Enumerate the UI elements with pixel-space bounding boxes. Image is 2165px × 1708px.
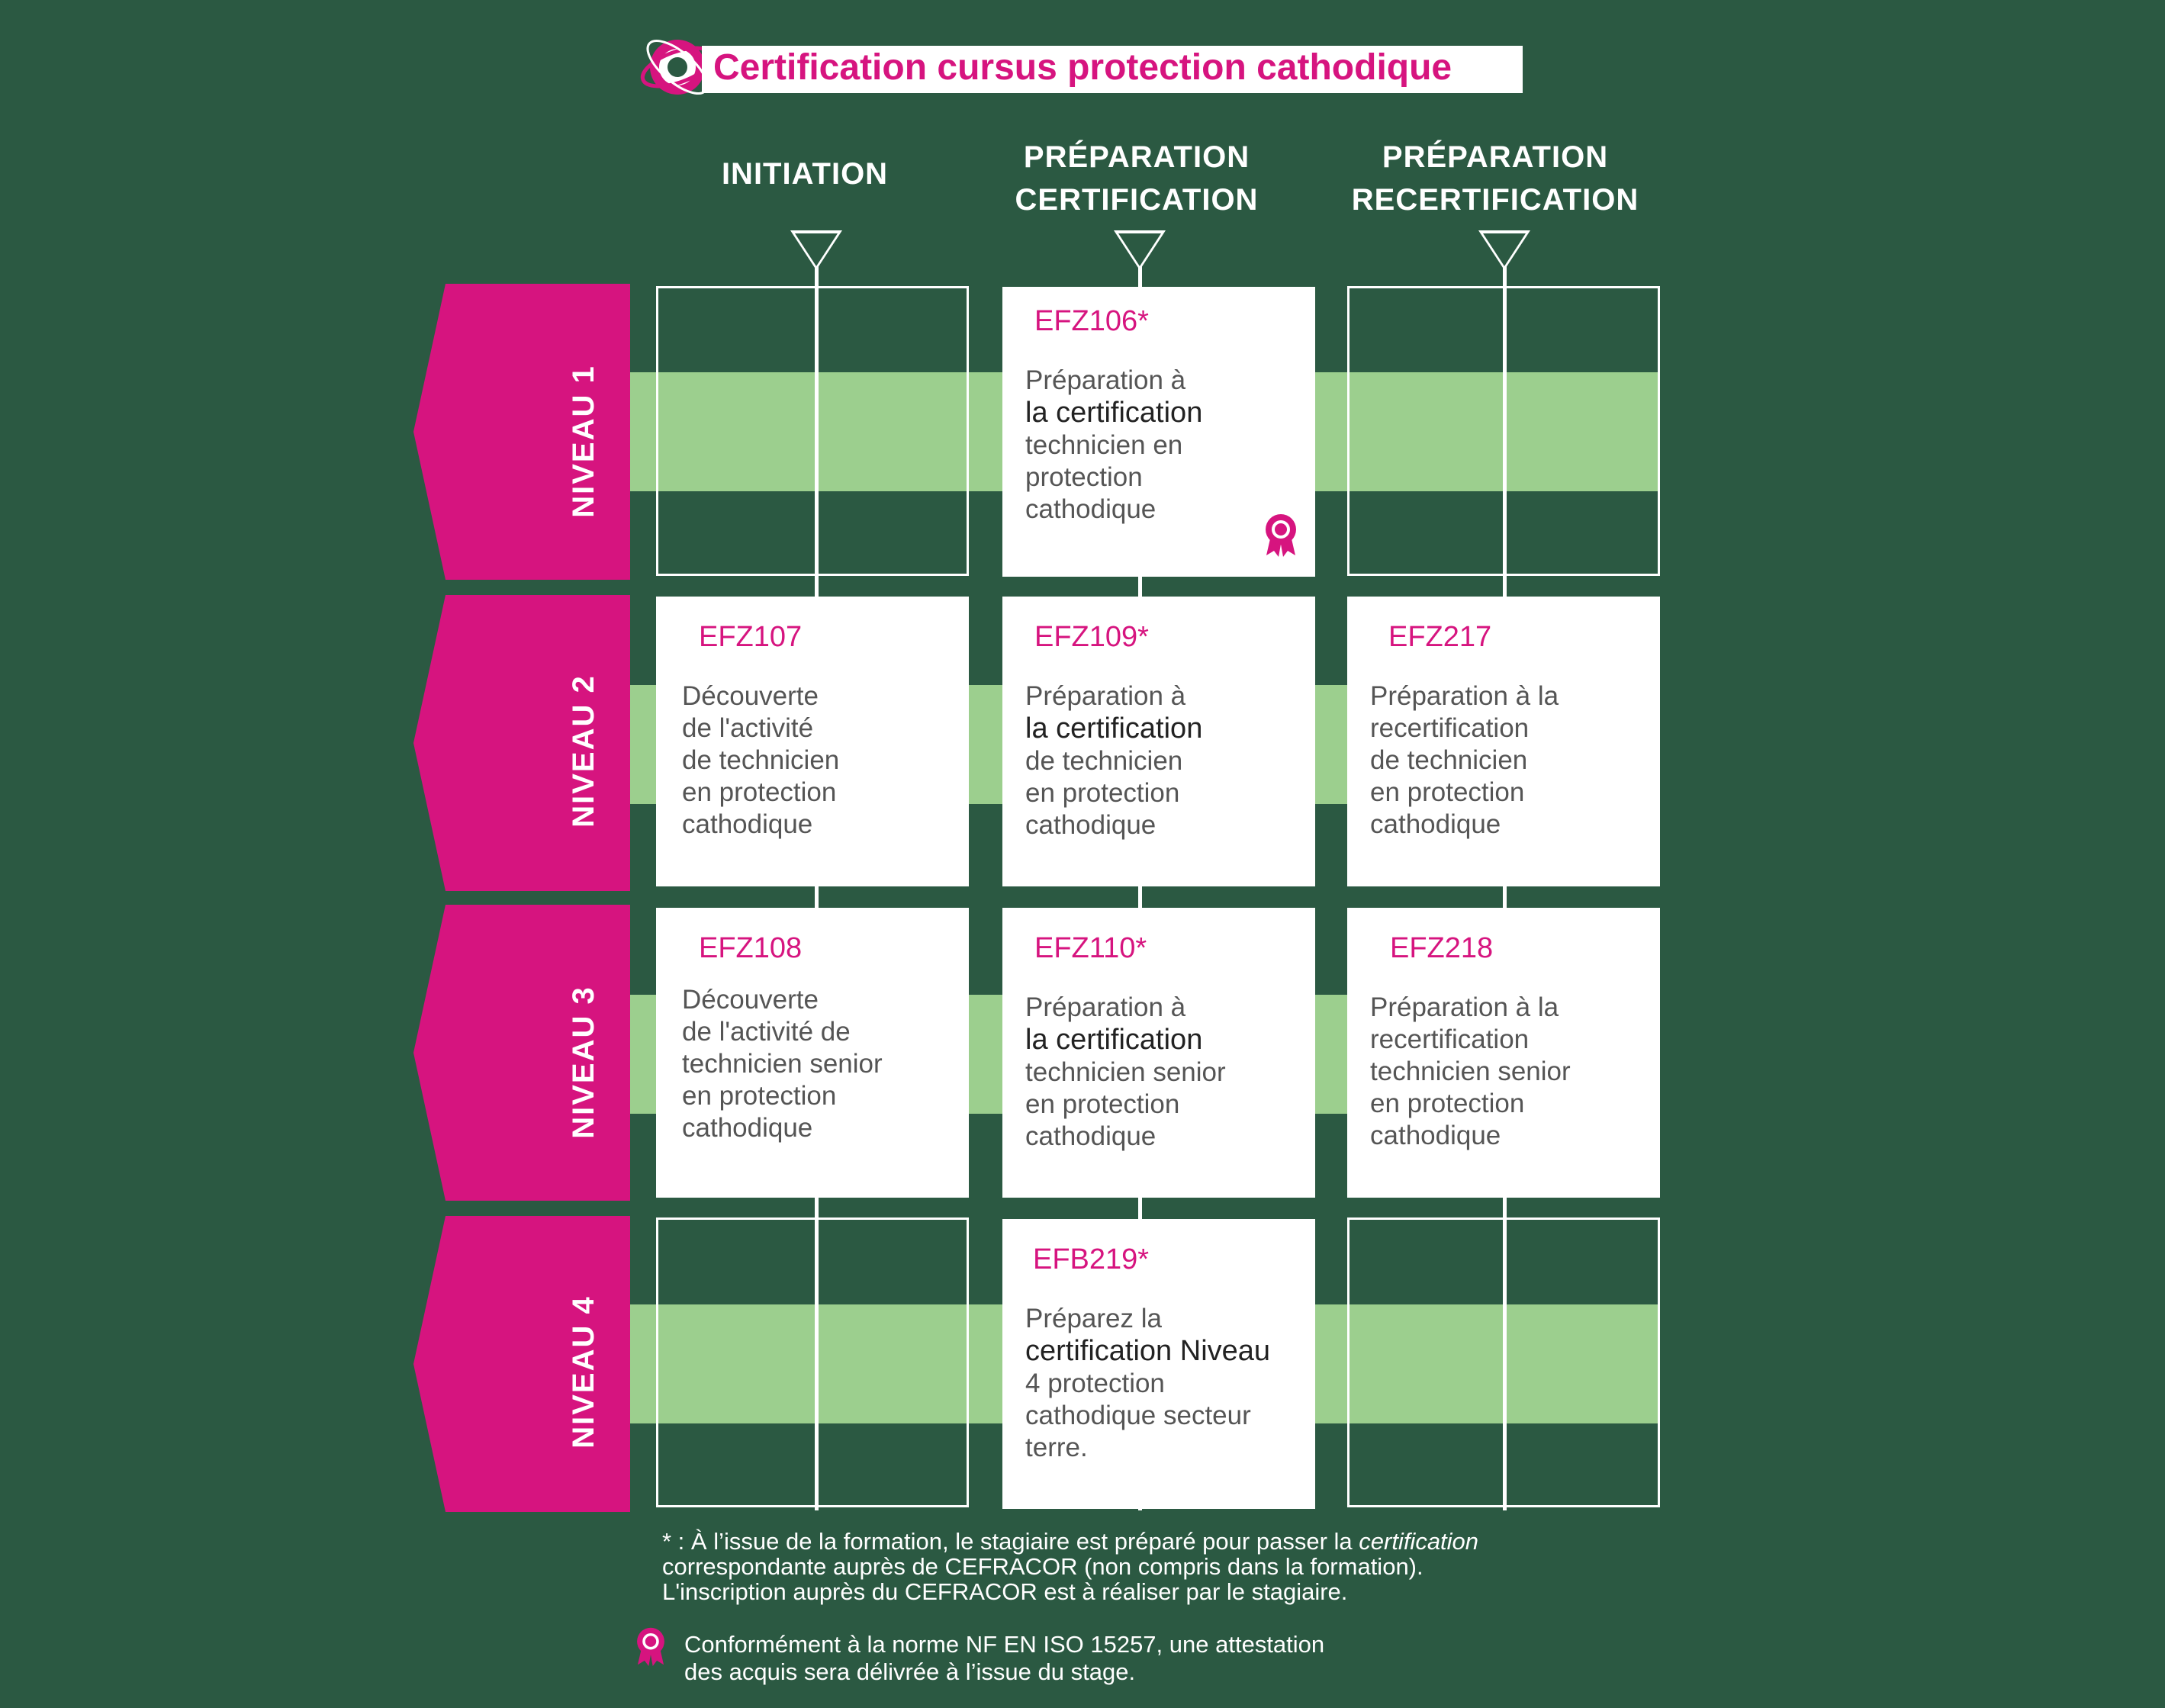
empty-cell [1347,286,1660,576]
footnote-line2: correspondante auprès de CEFRACOR (non c… [662,1553,1423,1580]
course-desc-post: technicien senior en protection cathodiq… [1025,1057,1226,1151]
level-label-3: NIVEAU 3 [519,914,648,1210]
down-arrow-inner [1118,233,1161,266]
empty-cell [656,286,969,576]
empty-cell [656,1217,969,1507]
course-desc-bold: la certification [1025,397,1203,429]
course-desc-bold: la certification [1025,712,1203,745]
footnote-line1: * : À l’issue de la formation, le stagia… [662,1528,1359,1555]
course-code: EFZ107 [699,621,803,653]
course-desc-post: Découverte de l'activité de technicien e… [682,681,840,839]
level-label-text: NIVEAU 1 [566,364,600,518]
column-header-line: RECERTIFICATION [1351,183,1639,217]
footnote-certification: * : À l’issue de la formation, le stagia… [662,1529,1608,1604]
course-desc-pre: Préparation à [1025,681,1186,711]
course-code: EFZ217 [1388,621,1492,653]
column-header-line: INITIATION [721,157,889,191]
course-desc-post: Découverte de l'activité de technicien s… [682,985,883,1143]
level-label-text: NIVEAU 3 [566,985,600,1139]
award-ribbon-icon [637,1627,664,1666]
course-description: Découverte de l'activité de technicien s… [682,984,883,1144]
column-header-certification: PRÉPARATION CERTIFICATION [984,136,1289,221]
footnote-award: Conformément à la norme NF EN ISO 15257,… [684,1631,1325,1685]
level-tab-1 [413,284,630,580]
course-desc-pre: Préparez la [1025,1304,1162,1333]
level-label-1: NIVEAU 1 [519,293,648,589]
award-ribbon-icon [1266,514,1296,557]
level-tab-3 [413,905,630,1201]
column-header-recertification: PRÉPARATION RECERTIFICATION [1327,136,1663,221]
course-desc-post: technicien en protection cathodique [1025,430,1183,524]
course-card-efz217[interactable]: EFZ217 Préparation à la recertification … [1347,597,1660,886]
course-description: Préparation à la recertification de tech… [1370,680,1559,841]
course-code: EFB219* [1033,1243,1150,1275]
course-description: Découverte de l'activité de technicien e… [682,680,839,841]
empty-cell [1347,1217,1660,1507]
course-card-efz218[interactable]: EFZ218 Préparation à la recertification … [1347,908,1660,1198]
level-label-text: NIVEAU 4 [566,1295,600,1449]
course-desc-post: 4 protection cathodique secteur terre. [1025,1369,1251,1462]
footnote-emphasis: certification [1359,1528,1479,1555]
level-tab-2 [413,595,630,891]
course-desc-bold: la certification [1025,1024,1203,1056]
course-desc-post: Préparation à la recertification de tech… [1370,681,1559,839]
course-desc-post: de technicien en protection cathodique [1025,746,1183,840]
course-code: EFZ108 [699,932,803,964]
page-title: Certification cursus protection cathodiq… [713,47,1452,88]
course-description: Préparation à la recertification technic… [1370,992,1571,1152]
course-code: EFZ109* [1034,621,1149,653]
course-desc-post: Préparation à la recertification technic… [1370,992,1571,1150]
course-code: EFZ218 [1390,932,1494,964]
column-header-line: CERTIFICATION [1015,183,1259,217]
level-label-2: NIVEAU 2 [519,603,648,899]
course-desc-pre: Préparation à [1025,992,1186,1022]
column-header-initiation: INITIATION [690,153,919,195]
level-label-text: NIVEAU 2 [566,674,600,828]
footnote-line3: L'inscription auprès du CEFRACOR est à r… [662,1578,1348,1605]
course-desc-bold: certification Niveau [1025,1335,1271,1367]
course-code: EFZ106* [1034,305,1149,337]
column-header-line: PRÉPARATION [1023,140,1250,174]
course-card-efz108[interactable]: EFZ108 Découverte de l'activité de techn… [656,908,969,1198]
course-card-efz107[interactable]: EFZ107 Découverte de l'activité de techn… [656,597,969,886]
column-header-line: PRÉPARATION [1382,140,1609,174]
level-tab-4 [413,1216,630,1512]
course-code: EFZ110* [1034,932,1147,964]
title-banner [702,46,1523,93]
level-label-4: NIVEAU 4 [519,1224,648,1520]
course-desc-pre: Préparation à [1025,365,1186,395]
down-arrow-inner [1483,233,1526,266]
down-arrow-inner [795,233,838,266]
